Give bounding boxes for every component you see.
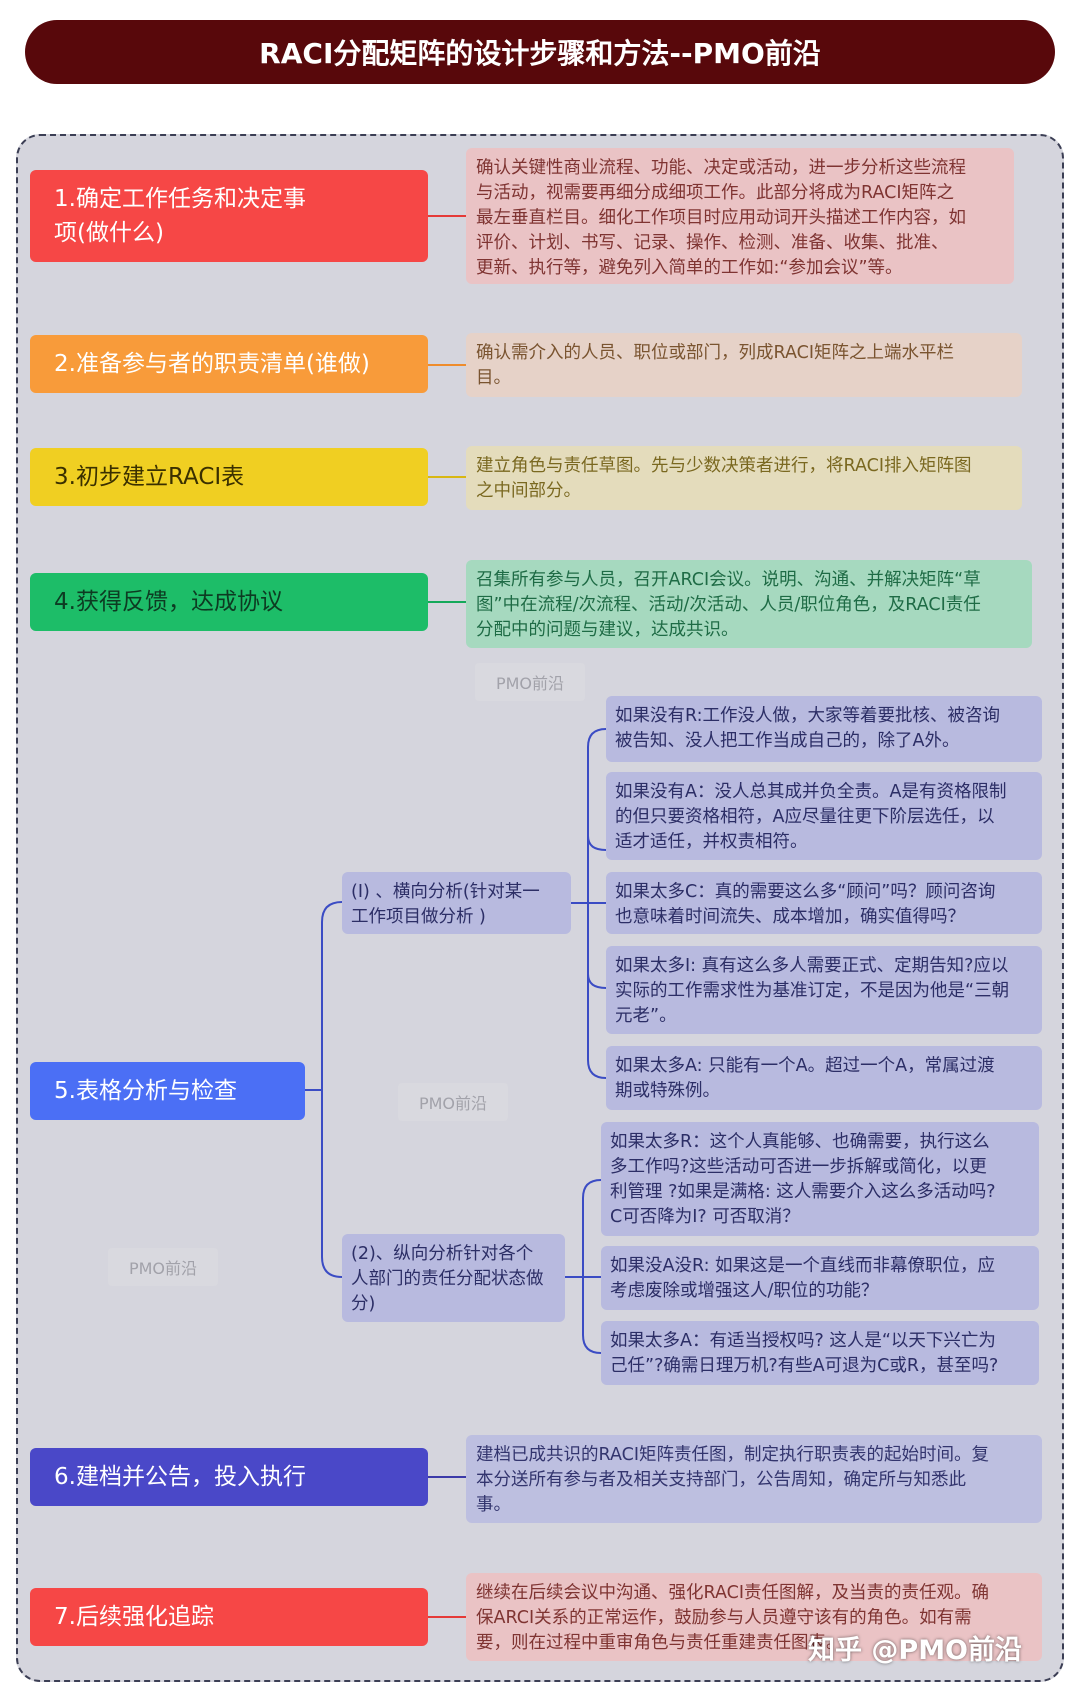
page-title: RACI分配矩阵的设计步骤和方法--PMO前沿 xyxy=(25,20,1055,84)
step-7-description: 继续在后续会议中沟通、强化RACI责任图解，及当责的责任观。确 保ARCI关系的… xyxy=(466,1573,1042,1661)
step-4-feedback-agreement: 4.获得反馈，达成协议 xyxy=(30,573,428,631)
vertical-item-too-many-r: 如果太多R：这个人真能够、也确需要，执行这么 多工作吗?这些活动可否进一步拆解或… xyxy=(601,1122,1039,1236)
watermark-3: PMO前沿 xyxy=(108,1248,218,1286)
horizontal-item-no-r: 如果没有R:工作没人做，大家等着要批核、被咨询 被告知、没人把工作当成自己的，除… xyxy=(606,696,1042,762)
step-3-initial-raci: 3.初步建立RACI表 xyxy=(30,448,428,506)
step-5-label: 5.表格分析与检查 xyxy=(54,1078,237,1104)
horizontal-item-too-many-c: 如果太多C：真的需要这么多“顾问”吗？顾问咨询 也意味着时间流失、成本增加，确实… xyxy=(606,872,1042,934)
connector-vertical-bracket xyxy=(582,1179,602,1354)
connector-horizontal-tick-2 xyxy=(587,835,607,851)
vertical-analysis-node: (2)、纵向分析针对各个 人部门的责任分配状态做 分) xyxy=(342,1234,565,1322)
horizontal-item-too-many-a: 如果太多A: 只能有一个A。超过一个A，常属过渡 期或特殊例。 xyxy=(606,1046,1042,1110)
step-1-define-tasks: 1.确定工作任务和决定事 项(做什么) xyxy=(30,170,428,262)
step-5-table-analysis: 5.表格分析与检查 xyxy=(30,1062,305,1120)
step-3-description: 建立角色与责任草图。先与少数决策者进行，将RACI排入矩阵图 之中间部分。 xyxy=(466,446,1022,510)
step-6-label: 6.建档并公告，投入执行 xyxy=(54,1464,306,1490)
step-1-label: 1.确定工作任务和决定事 项(做什么) xyxy=(54,186,306,246)
vertical-item-no-a-no-r: 如果没A没R: 如果这是一个直线而非幕僚职位，应 考虑废除或增强这人/职位的功能… xyxy=(601,1246,1039,1310)
step-3-label: 3.初步建立RACI表 xyxy=(54,464,245,490)
watermark-2: PMO前沿 xyxy=(398,1083,508,1121)
step-6-document-announce: 6.建档并公告，投入执行 xyxy=(30,1448,428,1506)
step-2-label: 2.准备参与者的职责清单(谁做) xyxy=(54,351,370,377)
step-2-description: 确认需介入的人员、职位或部门，列成RACI矩阵之上端水平栏 目。 xyxy=(466,333,1022,397)
step-1-description: 确认关键性商业流程、功能、决定或活动，进一步分析这些流程 与活动，视需要再细分成… xyxy=(466,148,1014,284)
vertical-item-too-many-a: 如果太多A：有适当授权吗? 这人是“以天下兴亡为 己任”?确需日理万机?有些A可… xyxy=(601,1321,1039,1385)
step-6-description: 建档已成共识的RACI矩阵责任图，制定执行职责表的起始时间。复 本分送所有参与者… xyxy=(466,1435,1042,1523)
step-4-label: 4.获得反馈，达成协议 xyxy=(54,589,283,615)
horizontal-item-no-a: 如果没有A：没人总其成并负全责。A是有资格限制 的但只要资格相符，A应尽量往更下… xyxy=(606,772,1042,860)
step-7-follow-up: 7.后续强化追踪 xyxy=(30,1588,428,1646)
step-7-label: 7.后续强化追踪 xyxy=(54,1604,214,1630)
watermark-1: PMO前沿 xyxy=(475,663,585,701)
step-4-description: 召集所有参与人员，召开ARCI会议。说明、沟通、并解决矩阵“草 图”中在流程/次… xyxy=(466,560,1032,648)
connector-analysis-split xyxy=(321,901,343,1278)
connector-horizontal-tick-4 xyxy=(587,973,607,989)
step-2-participants-list: 2.准备参与者的职责清单(谁做) xyxy=(30,335,428,393)
horizontal-item-too-many-i: 如果太多I: 真有这么多人需要正式、定期告知?应以 实际的工作需求性为基准订定，… xyxy=(606,946,1042,1034)
zhihu-brand-watermark: 知乎 @PMO前沿 xyxy=(808,1635,1023,1666)
horizontal-analysis-node: (I) 、横向分析(针对某一 工作项目做分析 ) xyxy=(342,872,571,934)
